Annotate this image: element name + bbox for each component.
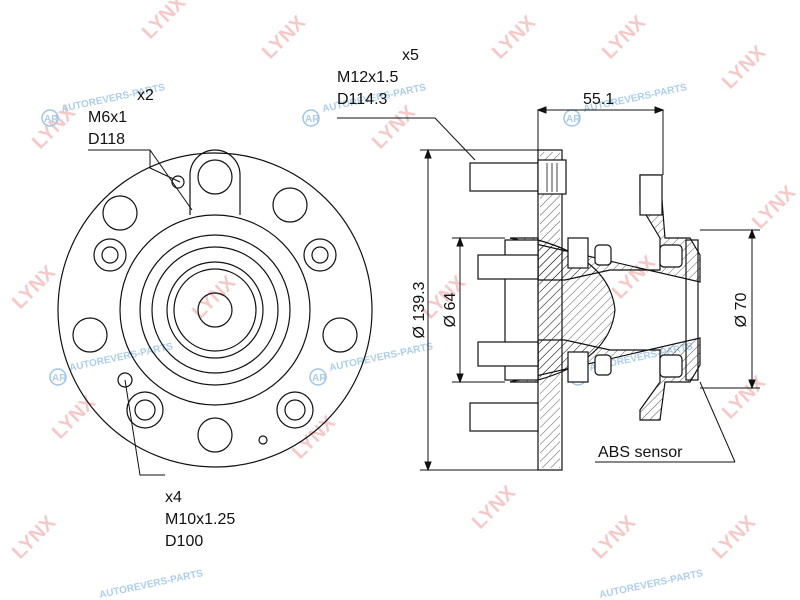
bearing-outer-circle — [139, 234, 291, 386]
watermark-logo: AR — [44, 114, 59, 125]
wheel-stud-mid-upper — [477, 254, 539, 280]
mount-ear-right — [303, 238, 337, 272]
dim-bearing-diameter: Ø 70 — [733, 293, 750, 328]
watermark-brand: LYNX — [718, 371, 770, 423]
wheel-studs-thread: M12x1.5 — [337, 69, 398, 86]
watermark-site-7: AUTOREVERS-PARTS — [98, 568, 204, 600]
watermark-brand: LYNX — [488, 11, 540, 63]
hub-body-circle — [119, 214, 311, 406]
watermark-brand: LYNX — [708, 511, 760, 563]
wheel-studs — [469, 159, 567, 432]
bearing-race-bottom-left — [567, 351, 589, 383]
lightening-hole — [102, 195, 138, 231]
watermark-brand: LYNX — [288, 411, 340, 463]
wheel-stud-mid-lower — [477, 341, 539, 367]
mount-ear-top — [189, 149, 241, 215]
hub-front-view — [57, 149, 373, 468]
mount-holes-count: x4 — [165, 489, 182, 506]
watermark-brand: LYNX — [138, 0, 190, 44]
watermark-brand: LYNX — [8, 511, 60, 563]
bearing-ball-bottom-left — [594, 354, 612, 376]
abs-sensor-label: ABS sensor — [598, 444, 683, 461]
wheel-stud-top — [469, 162, 539, 192]
watermark-brand: LYNX — [188, 271, 240, 323]
watermark-brand: LYNX — [588, 511, 640, 563]
flange-outer-circle — [57, 152, 373, 468]
bolt-hole-m6 — [171, 175, 185, 189]
watermark-logo: AR — [52, 373, 67, 384]
callout-mount-holes: x4 M10x1.25 D100 — [165, 489, 235, 550]
watermark-site-8: AUTOREVERS-PARTS — [598, 568, 704, 600]
mount-holes-diameter: D100 — [165, 533, 203, 550]
watermark-site: AUTOREVERS-PARTS — [328, 341, 434, 374]
watermark-brand: LYNX — [468, 481, 520, 533]
watermark-brand: LYNX — [258, 11, 310, 63]
wheel-studs-diameter: D114.3 — [337, 91, 388, 108]
bearing-race-top-left — [567, 237, 589, 269]
watermark-site: AUTOREVERS-PARTS — [598, 568, 704, 600]
pilot-circle — [173, 268, 257, 352]
watermark-brand: LYNX — [48, 391, 100, 443]
callout-bolt-holes: x2 M6x1 D118 — [88, 87, 154, 148]
dim-flange-diameter: Ø 139.3 — [411, 281, 428, 338]
watermark-site: AUTOREVERS-PARTS — [68, 341, 174, 374]
watermark-brand: LYNX — [748, 181, 800, 233]
watermark-logo: AR — [312, 373, 327, 384]
watermark-brand: LYNX — [608, 251, 660, 303]
watermark-brand: LYNX — [718, 41, 770, 93]
mount-ear-bottom-right — [276, 391, 314, 429]
lightening-hole — [272, 187, 308, 223]
lightening-hole — [72, 317, 108, 353]
watermark-logo: AR — [305, 114, 320, 125]
bolt-holes-thread: M6x1 — [88, 109, 127, 126]
dim-flange-offset: 55.1 — [583, 91, 614, 108]
bearing-ball-top-left — [594, 244, 612, 266]
bearing-inner-circle — [166, 261, 264, 359]
lightening-hole — [322, 317, 358, 353]
seal-ring — [685, 239, 699, 381]
center-bore-circle — [197, 292, 233, 328]
watermark-layer: LYNX LYNX LYNX LYNX LYNX LYNX LYNX LYNX … — [8, 0, 800, 600]
mount-ear-bottom-left — [126, 391, 164, 429]
watermark-logo: AR — [566, 114, 581, 125]
knuckle-extension — [639, 174, 663, 216]
bearing-ball-top-right — [659, 244, 683, 268]
wheel-studs-count: x5 — [402, 47, 419, 64]
lightening-hole — [197, 417, 233, 453]
dim-pilot-diameter: Ø 64 — [442, 293, 459, 328]
watermark-site-4: AR AUTOREVERS-PARTS — [49, 341, 174, 386]
small-hole — [258, 435, 268, 445]
mount-ear-left — [93, 238, 127, 272]
bearing-ball-bottom-right — [659, 354, 683, 378]
bolt-holes-diameter: D118 — [88, 131, 125, 148]
callout-wheel-studs: x5 M12x1.5 D114.3 — [337, 47, 419, 108]
dimension-lines — [420, 106, 760, 472]
watermark-site: AUTOREVERS-PARTS — [98, 568, 204, 600]
bearing-seal-circle — [151, 246, 279, 374]
bolt-holes-count: x2 — [137, 87, 154, 104]
watermark-brand: LYNX — [598, 11, 650, 63]
bolt-hole-m10 — [117, 372, 133, 388]
front-leaders — [88, 149, 193, 476]
mount-holes-thread: M10x1.25 — [165, 511, 235, 528]
watermark-brand: LYNX — [8, 261, 60, 313]
wheel-studs-leader — [337, 117, 476, 161]
wheel-stud-bottom — [469, 402, 539, 432]
watermark-brand: LYNX — [368, 101, 420, 153]
